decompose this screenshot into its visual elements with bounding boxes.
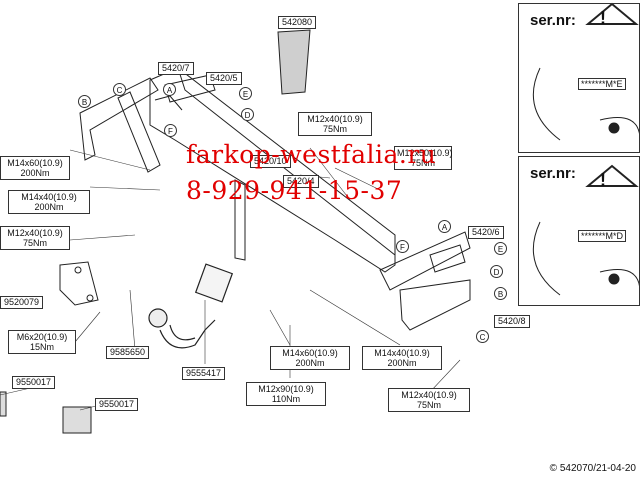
sticker-542080 bbox=[277, 29, 311, 95]
serial-code: *******M*D bbox=[578, 230, 627, 242]
bolt-spec: M12x40(10.9)75Nm bbox=[0, 226, 70, 250]
serial-panel-art-2 bbox=[532, 164, 640, 296]
part-label: 5420/8 bbox=[494, 315, 530, 328]
marker-d: D bbox=[241, 108, 254, 121]
socket-bracket bbox=[59, 261, 99, 306]
part-label: 9550017 bbox=[95, 398, 139, 411]
marker-d: D bbox=[490, 265, 503, 278]
marker-a: A bbox=[163, 83, 176, 96]
marker-b: B bbox=[78, 95, 91, 108]
marker-c: C bbox=[476, 330, 489, 343]
part-label: 542080 bbox=[278, 16, 317, 29]
watermark-phone: 8-929-941-15-37 bbox=[186, 176, 403, 205]
marker-f: F bbox=[396, 240, 409, 253]
leader-lines bbox=[0, 147, 461, 411]
left-bracket bbox=[79, 74, 216, 173]
bolt-spec: M12x40(10.9)75Nm bbox=[298, 112, 372, 136]
serial-label: ser.nr: bbox=[530, 165, 576, 182]
part-label: 9555417 bbox=[182, 367, 226, 380]
marker-f: F bbox=[164, 124, 177, 137]
ball-neck bbox=[148, 263, 234, 349]
serial-label: ser.nr: bbox=[530, 12, 576, 29]
right-bracket bbox=[379, 231, 471, 331]
drawing-number: © 542070/21-04-20 bbox=[549, 463, 636, 474]
bolt-spec: M6x20(10.9)15Nm bbox=[8, 330, 76, 354]
part-label: 9520079 bbox=[0, 296, 44, 309]
part-label: 9585650 bbox=[106, 346, 150, 359]
warning-icon: ! bbox=[600, 170, 606, 190]
serial-panel-art-1 bbox=[532, 2, 640, 141]
bolt-spec: M12x40(10.9)75Nm bbox=[388, 388, 470, 412]
marker-e: E bbox=[494, 242, 507, 255]
bolt-spec: M12x50(10.9)75Nm bbox=[394, 146, 453, 170]
warning-icon: ! bbox=[600, 8, 606, 28]
bolt-spec: M14x40(10.9)200Nm bbox=[362, 346, 442, 370]
marker-a: A bbox=[438, 220, 451, 233]
part-label: 5420/6 bbox=[468, 226, 504, 239]
serial-code: *******M*E bbox=[578, 78, 626, 90]
bolt-spec: M14x60(10.9)200Nm bbox=[270, 346, 350, 370]
bolt-spec: M14x40(10.9)200Nm bbox=[8, 190, 90, 214]
marker-b: B bbox=[494, 287, 507, 300]
part-label: 5420/4 bbox=[283, 175, 319, 188]
part-label: 5420/10 bbox=[250, 155, 291, 168]
marker-c: C bbox=[113, 83, 126, 96]
connector-boxes bbox=[0, 391, 92, 434]
bolt-spec: M12x90(10.9)110Nm bbox=[246, 382, 326, 406]
part-label: 5420/7 bbox=[158, 62, 194, 75]
watermark-site: farkop-westfalia.ru bbox=[186, 140, 437, 169]
bolt-spec: M14x60(10.9)200Nm bbox=[0, 156, 70, 180]
part-label: 9550017 bbox=[12, 376, 56, 389]
part-label: 5420/5 bbox=[206, 72, 242, 85]
marker-e: E bbox=[239, 87, 252, 100]
crossbar bbox=[149, 67, 396, 273]
